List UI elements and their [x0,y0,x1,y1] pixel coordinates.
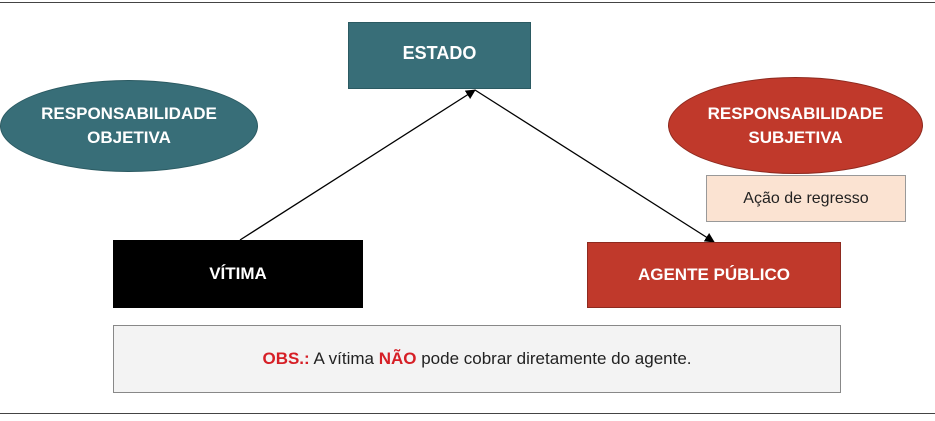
frame-top-line [0,2,935,3]
ellipse-objetiva-line2: OBJETIVA [87,128,171,147]
ellipse-responsabilidade-objetiva: RESPONSABILIDADE OBJETIVA [0,80,258,172]
observation-box: OBS.: A vítima NÃO pode cobrar diretamen… [113,325,841,393]
ellipse-subjetiva-line1: RESPONSABILIDADE [707,103,884,123]
ellipse-objetiva-line1: RESPONSABILIDADE [41,104,217,123]
frame-bottom-line [0,413,935,414]
obs-text-after: pode cobrar diretamente do agente. [421,349,692,368]
node-estado: ESTADO [348,22,531,89]
ellipse-responsabilidade-subjetiva: RESPONSABILIDADE SUBJETIVA [668,77,923,174]
obs-label: OBS.: [262,349,310,368]
obs-emphasis: NÃO [378,349,417,368]
node-vitima: VÍTIMA [113,240,363,308]
node-acao-de-regresso: Ação de regresso [706,175,906,222]
obs-text-before: A vítima [313,349,374,368]
node-agente-publico: AGENTE PÚBLICO [587,242,841,308]
arrow-estado-to-agente [474,89,715,243]
ellipse-subjetiva-line2: SUBJETIVA [748,127,843,147]
arrow-vitima-to-estado [239,89,476,241]
